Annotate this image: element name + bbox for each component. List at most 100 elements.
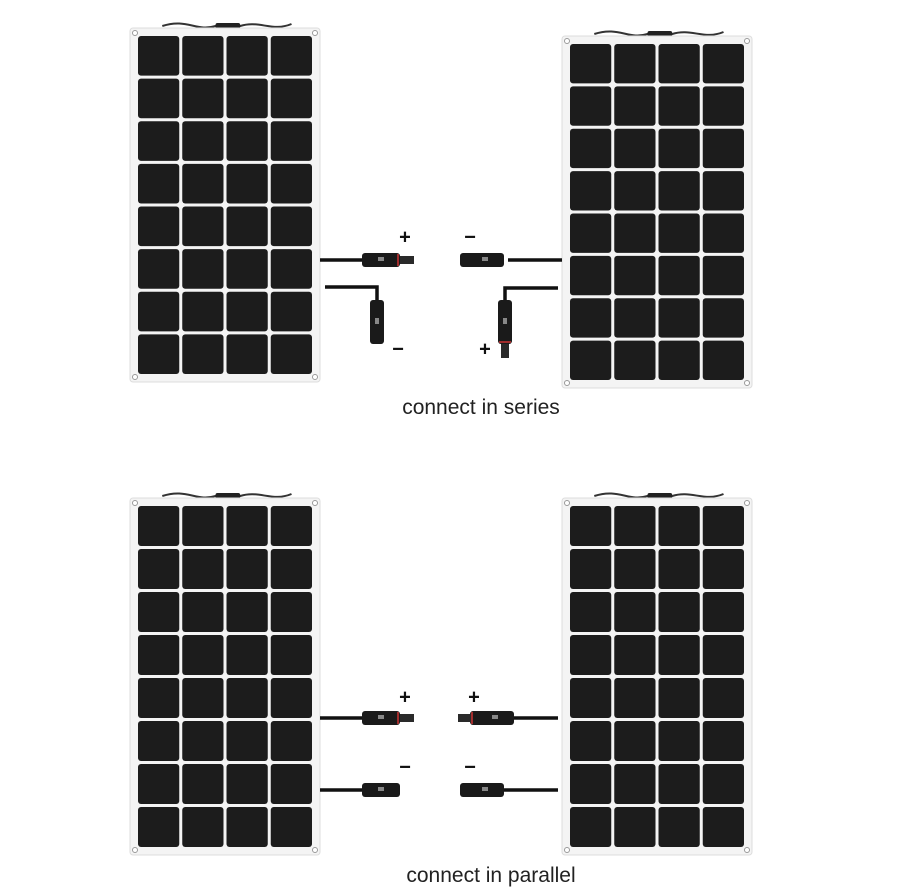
parallel-left-minus-label: − — [399, 756, 411, 779]
solar-cell — [702, 86, 744, 126]
connector-pin — [400, 714, 414, 722]
connector-pin — [458, 714, 472, 722]
solar-cell — [138, 121, 180, 161]
connector-pin — [400, 256, 414, 264]
solar-cell — [182, 36, 224, 76]
solar-cell — [658, 764, 700, 804]
series-right-positive-connector — [498, 300, 512, 358]
solar-cell — [702, 340, 744, 380]
solar-cell — [570, 213, 612, 253]
solar-cell — [226, 635, 268, 675]
parallel-left-positive-connector — [362, 711, 414, 725]
solar-cell — [614, 549, 656, 589]
solar-cell — [614, 506, 656, 546]
solar-cell — [570, 678, 612, 718]
series-left-negative-cable — [325, 285, 379, 300]
solar-cell — [614, 44, 656, 84]
solar-cell — [658, 549, 700, 589]
solar-cell — [270, 36, 312, 76]
series-right-plus-label: + — [479, 338, 491, 361]
solar-cell — [658, 213, 700, 253]
solar-cell — [138, 78, 180, 119]
series-left-minus-label: − — [392, 338, 404, 361]
solar-cell — [182, 249, 224, 289]
solar-cell — [570, 86, 612, 126]
parallel-right-panel — [561, 492, 753, 856]
solar-cell — [570, 549, 612, 589]
solar-cell — [226, 163, 268, 204]
solar-cell — [226, 291, 268, 332]
solar-cell — [614, 128, 656, 169]
solar-cell — [182, 78, 224, 119]
solar-cell — [614, 340, 656, 380]
solar-cell — [658, 44, 700, 84]
series-right-minus-label: − — [464, 226, 476, 249]
mounting-hole-icon — [312, 847, 318, 853]
solar-cell — [658, 171, 700, 211]
solar-cell — [614, 213, 656, 253]
solar-cell — [270, 291, 312, 332]
mounting-hole-icon — [744, 380, 750, 386]
parallel-left-negative-connector — [362, 783, 400, 797]
solar-cell — [270, 549, 312, 589]
solar-cell — [270, 78, 312, 119]
solar-cell — [570, 592, 612, 632]
solar-cell — [570, 128, 612, 169]
solar-cell — [138, 249, 180, 289]
series-left-plus-label: + — [399, 226, 411, 249]
solar-cell — [570, 506, 612, 546]
solar-cell — [226, 721, 268, 761]
solar-cell — [270, 163, 312, 204]
mounting-hole-icon — [744, 38, 750, 44]
solar-cell — [270, 678, 312, 718]
solar-cell — [658, 506, 700, 546]
solar-cell — [138, 334, 180, 374]
solar-cell — [614, 255, 656, 296]
connector-logo — [375, 318, 379, 324]
solar-cell — [226, 764, 268, 804]
mounting-hole-icon — [744, 500, 750, 506]
solar-cell — [182, 291, 224, 332]
solar-cell — [182, 163, 224, 204]
solar-cell — [702, 255, 744, 296]
solar-cell — [226, 506, 268, 546]
series-right-panel — [561, 30, 753, 389]
solar-cell — [658, 86, 700, 126]
parallel-left-panel — [129, 492, 321, 856]
solar-cell — [614, 764, 656, 804]
mounting-hole-icon — [564, 38, 570, 44]
connector-logo — [378, 787, 384, 791]
mounting-hole-icon — [132, 847, 138, 853]
mounting-hole-icon — [564, 847, 570, 853]
solar-cell — [702, 678, 744, 718]
solar-cell — [702, 807, 744, 847]
parallel-right-minus-label: − — [464, 756, 476, 779]
solar-cell — [614, 721, 656, 761]
solar-cell — [270, 206, 312, 247]
solar-cell — [702, 298, 744, 338]
solar-cell — [270, 807, 312, 847]
solar-cell — [658, 592, 700, 632]
solar-cell — [702, 764, 744, 804]
parallel-caption: connect in parallel — [406, 864, 576, 887]
solar-cell — [658, 298, 700, 338]
mounting-hole-icon — [312, 500, 318, 506]
solar-cell — [614, 592, 656, 632]
parallel-left-plus-label: + — [399, 686, 411, 709]
solar-cell — [226, 678, 268, 718]
solar-cell — [614, 298, 656, 338]
mounting-hole-icon — [564, 500, 570, 506]
solar-cell — [614, 678, 656, 718]
solar-cell — [702, 506, 744, 546]
solar-cell — [138, 549, 180, 589]
mounting-hole-icon — [132, 30, 138, 36]
solar-cell — [226, 592, 268, 632]
solar-cell — [270, 249, 312, 289]
solar-cell — [138, 36, 180, 76]
solar-cell — [658, 255, 700, 296]
mounting-hole-icon — [564, 380, 570, 386]
solar-cell — [570, 298, 612, 338]
solar-cell — [570, 635, 612, 675]
solar-cell — [702, 128, 744, 169]
